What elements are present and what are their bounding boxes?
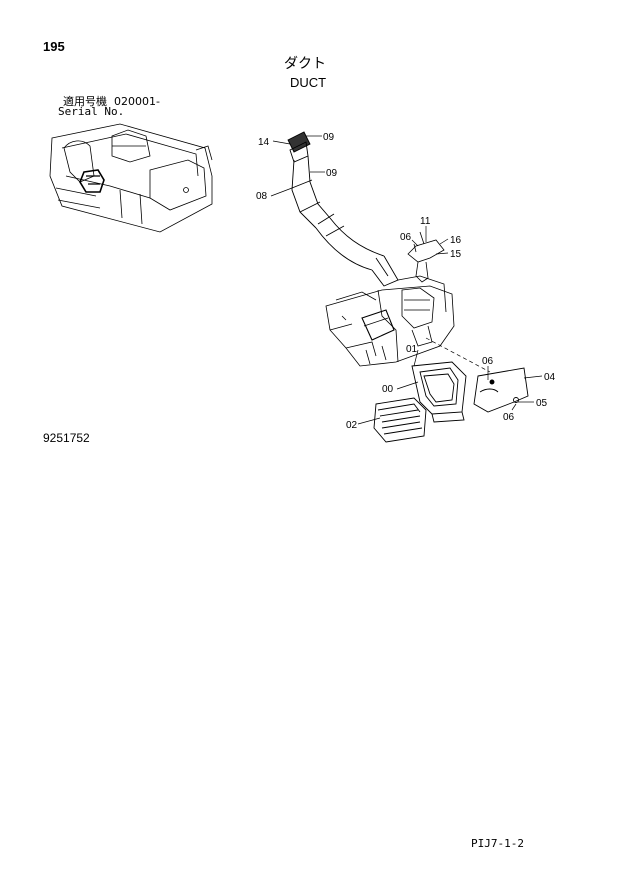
leader-lines — [270, 135, 543, 425]
callout-04: 04 — [544, 372, 556, 383]
filter-frame — [411, 361, 467, 423]
serial-label: Serial No. — [58, 105, 125, 118]
callout-09-lower: 09 — [326, 168, 338, 179]
callout-15: 15 — [450, 249, 462, 260]
callout-14: 14 — [258, 137, 270, 148]
page-number: 195 — [43, 39, 65, 54]
callout-11: 11 — [420, 216, 431, 227]
callout-00: 00 — [382, 384, 394, 395]
callout-09-upper: 09 — [323, 132, 335, 143]
callout-06-bottom: 06 — [503, 412, 515, 423]
page-title: DUCT — [290, 75, 327, 90]
bracket-assembly — [407, 231, 445, 283]
callout-06-top: 06 — [400, 232, 412, 243]
filter-element — [373, 397, 427, 443]
callout-02: 02 — [346, 420, 358, 431]
heater-unit — [325, 275, 455, 367]
callout-16: 16 — [450, 235, 462, 246]
machine-overview-sketch — [49, 123, 213, 233]
serial-label-japanese: 適用号機 020001- — [63, 95, 160, 108]
callout-01: 01 — [406, 344, 418, 355]
callout-06-right: 06 — [482, 356, 494, 367]
part-code: 9251752 — [43, 431, 90, 445]
page-title-japanese: ダクト — [284, 56, 326, 72]
footer-code: PIJ7-1-2 — [471, 837, 524, 850]
callout-05: 05 — [536, 398, 548, 409]
alignment-line — [425, 337, 491, 373]
callout-08: 08 — [256, 191, 268, 202]
duct-hose — [287, 131, 399, 287]
cover-plate — [473, 367, 529, 413]
callout-labels: 14 09 09 08 11 06 16 15 01 06 00 04 05 0… — [256, 132, 556, 431]
